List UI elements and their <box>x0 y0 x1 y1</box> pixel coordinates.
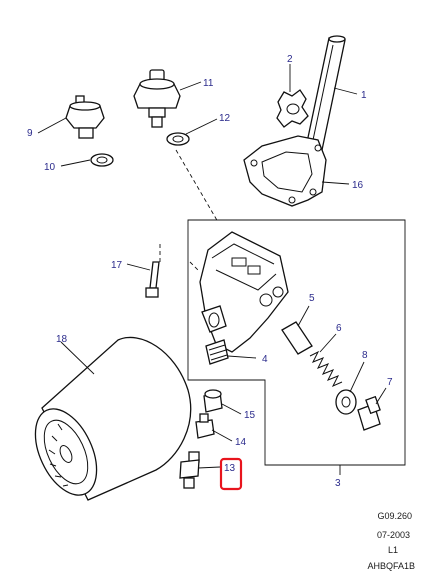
callout-1: 1 <box>361 90 367 101</box>
part-16-gasket <box>243 135 327 207</box>
part-8-washer <box>335 389 357 415</box>
guide-line-17b <box>189 261 199 271</box>
assembly-3-outline <box>187 219 406 466</box>
callout-6: 6 <box>336 323 342 334</box>
part-17-bolt <box>145 261 160 298</box>
callout-12: 12 <box>219 113 231 124</box>
part-6-spring <box>309 350 343 388</box>
part-13-fitting <box>179 451 200 489</box>
part-3-pump-body <box>199 231 289 353</box>
part-8-washer-hole <box>341 396 351 408</box>
part-5-plunger <box>281 321 313 355</box>
callout-13: 13 <box>224 463 236 474</box>
callout-17: 17 <box>111 260 123 271</box>
part-12-washer <box>166 132 190 146</box>
part-18-oil-filter <box>34 336 192 501</box>
part-14-adapter <box>195 413 215 439</box>
callout-13-highlight <box>219 457 243 491</box>
callout-18: 18 <box>56 334 68 345</box>
level-code: L1 <box>388 545 398 555</box>
part-10-washer <box>90 153 114 167</box>
part-9-sender <box>65 95 105 139</box>
part-15-washer <box>203 389 223 413</box>
part-2-gear <box>276 89 309 128</box>
leader-lines <box>37 64 387 475</box>
callout-7: 7 <box>387 377 393 388</box>
part-10-washer-hole <box>96 156 108 164</box>
callout-4: 4 <box>262 354 268 365</box>
callout-11: 11 <box>203 78 214 89</box>
figure-code: G09.260 <box>377 511 412 521</box>
revision-date: 07-2003 <box>377 530 410 540</box>
callout-8: 8 <box>362 350 368 361</box>
guide-line-12 <box>175 149 219 223</box>
callout-14: 14 <box>235 437 247 448</box>
part-4-strainer <box>205 339 229 365</box>
part-7-plug-bolt <box>357 395 381 431</box>
callout-16: 16 <box>352 180 364 191</box>
callout-3: 3 <box>335 478 341 489</box>
callout-10: 10 <box>44 162 56 173</box>
part-11-pressure-switch <box>133 69 181 128</box>
callout-5: 5 <box>309 293 315 304</box>
part-12-washer-hole <box>172 135 184 143</box>
reference-code: AHBQFA1B <box>367 561 415 571</box>
callout-2: 2 <box>287 54 293 65</box>
callout-15: 15 <box>244 410 256 421</box>
callout-9: 9 <box>27 128 33 139</box>
